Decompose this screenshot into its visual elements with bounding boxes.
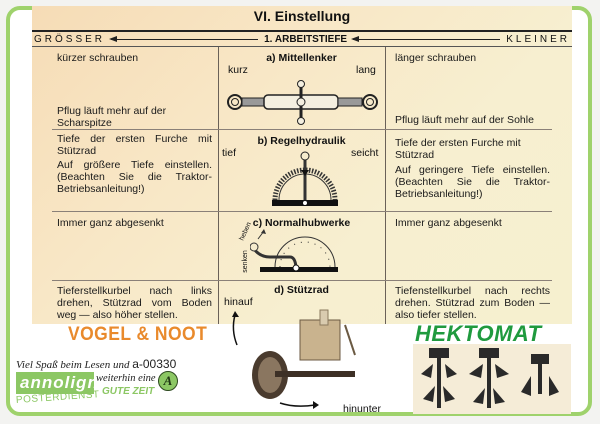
a-logo-icon: A [158,371,178,391]
row-c-right: Immer ganz abgesenkt [395,217,502,229]
gute-zeit-text: GUTE ZEIT [102,386,155,397]
section-b-title: b) Regelhydraulik [257,135,346,147]
column-divider [385,47,386,324]
row-divider [52,129,552,130]
annoligno-logo: annoligno [16,372,109,394]
plough-illustrations [413,344,571,414]
tagline-text: Viel Spaß beim Lesen und [16,359,130,371]
row-b-left-2: Auf größere Tiefe einstellen. (Beachten … [57,159,212,195]
row-divider [52,280,552,281]
lift-lever-icon [250,229,338,272]
control-quadrant-icon [272,151,338,206]
label-hinauf: hinauf [224,296,253,308]
tagline: Viel Spaß beim Lesen und a-00330 [16,357,176,371]
plough-icon [469,348,509,408]
page-title: VI. Einstellung [253,8,351,24]
top-link-icon [227,80,378,125]
support-wheel-icon [232,309,356,409]
row-d-right: Tiefenstellkurbel nach rechts drehen. St… [395,285,550,321]
header-smaller: KLEINER [506,33,571,45]
row-b-left-1: Tiefe der ersten Furche mit Stützrad [57,133,212,157]
row-a-left-bottom: Pflug läuft mehr auf der Scharspitze [57,105,167,129]
plough-icon [421,348,457,408]
left-arrow-icon [109,35,259,42]
row-a-right-bottom: Pflug läuft mehr auf der Sohle [395,114,534,126]
row-b-right-2: Auf geringere Tiefe einstellen. (Beachte… [395,164,550,200]
vogel-noot-logo: VOGEL & NOOT [68,324,208,345]
label-tief: tief [222,147,237,159]
left-arrow-icon [351,35,501,42]
row-b-right-1: Tiefe der ersten Furche mit Stützrad [395,137,521,161]
depth-header: GRÖSSER 1. ARBEITSTIEFE KLEINER [34,32,570,46]
header-working-depth: 1. ARBEITSTIEFE [264,33,348,45]
row-a-right-top: länger schrauben [395,52,477,64]
label-lang: lang [356,64,376,76]
label-hinunter: hinunter [343,403,381,415]
row-a-left-top: kürzer schrauben [57,52,139,64]
section-a-title: a) Mittellenker [266,52,337,64]
header-divider [32,46,572,47]
section-c-title: c) Normalhubwerke [252,217,351,229]
column-divider [218,47,219,324]
row-divider [52,211,552,212]
poster-code: a-00330 [132,357,177,371]
title-divider [32,30,572,32]
weiterhin-text: weiterhin eine [96,373,156,384]
label-seicht: seicht [351,147,379,159]
header-larger: GRÖSSER [34,33,106,45]
section-d-title: d) Stützrad [274,284,329,296]
label-senken: senken [241,250,249,273]
row-d-left: Tieferstellkurbel nach links drehen, Stü… [57,285,212,321]
plough-icon [521,354,559,396]
row-c-left: Immer ganz abgesenkt [57,217,164,229]
label-kurz: kurz [228,64,248,76]
hektomat-logo: HEKTOMAT [415,321,542,346]
